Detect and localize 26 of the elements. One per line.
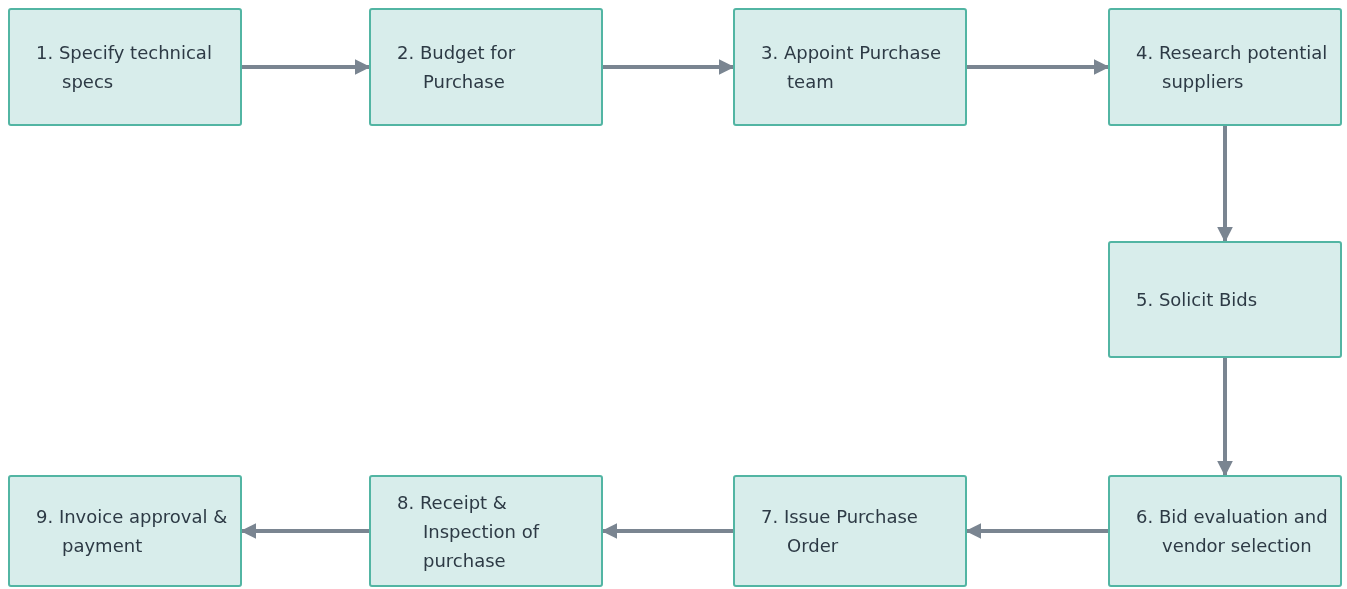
process-box <box>8 475 242 587</box>
arrow <box>603 59 735 75</box>
step-label: 4. Research potential suppliers <box>1136 41 1328 94</box>
arrow <box>1217 126 1233 243</box>
arrow <box>601 523 733 539</box>
process-box <box>369 8 603 126</box>
step-label: 9. Invoice approval & payment <box>36 505 228 558</box>
step-label: 6. Bid evaluation and vendor selection <box>1136 505 1328 558</box>
process-box <box>733 8 967 126</box>
process-box <box>1108 241 1342 358</box>
step-label: 2. Budget for Purchase <box>397 41 517 94</box>
process-box <box>369 475 603 587</box>
process-box <box>1108 475 1342 587</box>
arrow <box>965 523 1108 539</box>
step-label: 5. Solicit Bids <box>1136 288 1259 312</box>
arrow <box>1217 358 1233 477</box>
process-box <box>1108 8 1342 126</box>
arrow <box>967 59 1110 75</box>
arrow <box>242 59 371 75</box>
step-label: 8. Receipt & Inspection of purchase <box>397 490 541 573</box>
step-label: 7. Issue Purchase Order <box>761 505 919 558</box>
arrow <box>240 523 369 539</box>
process-box <box>733 475 967 587</box>
process-box <box>8 8 242 126</box>
step-label: 1. Specify technical specs <box>36 41 213 94</box>
step-label: 3. Appoint Purchase team <box>761 41 942 94</box>
